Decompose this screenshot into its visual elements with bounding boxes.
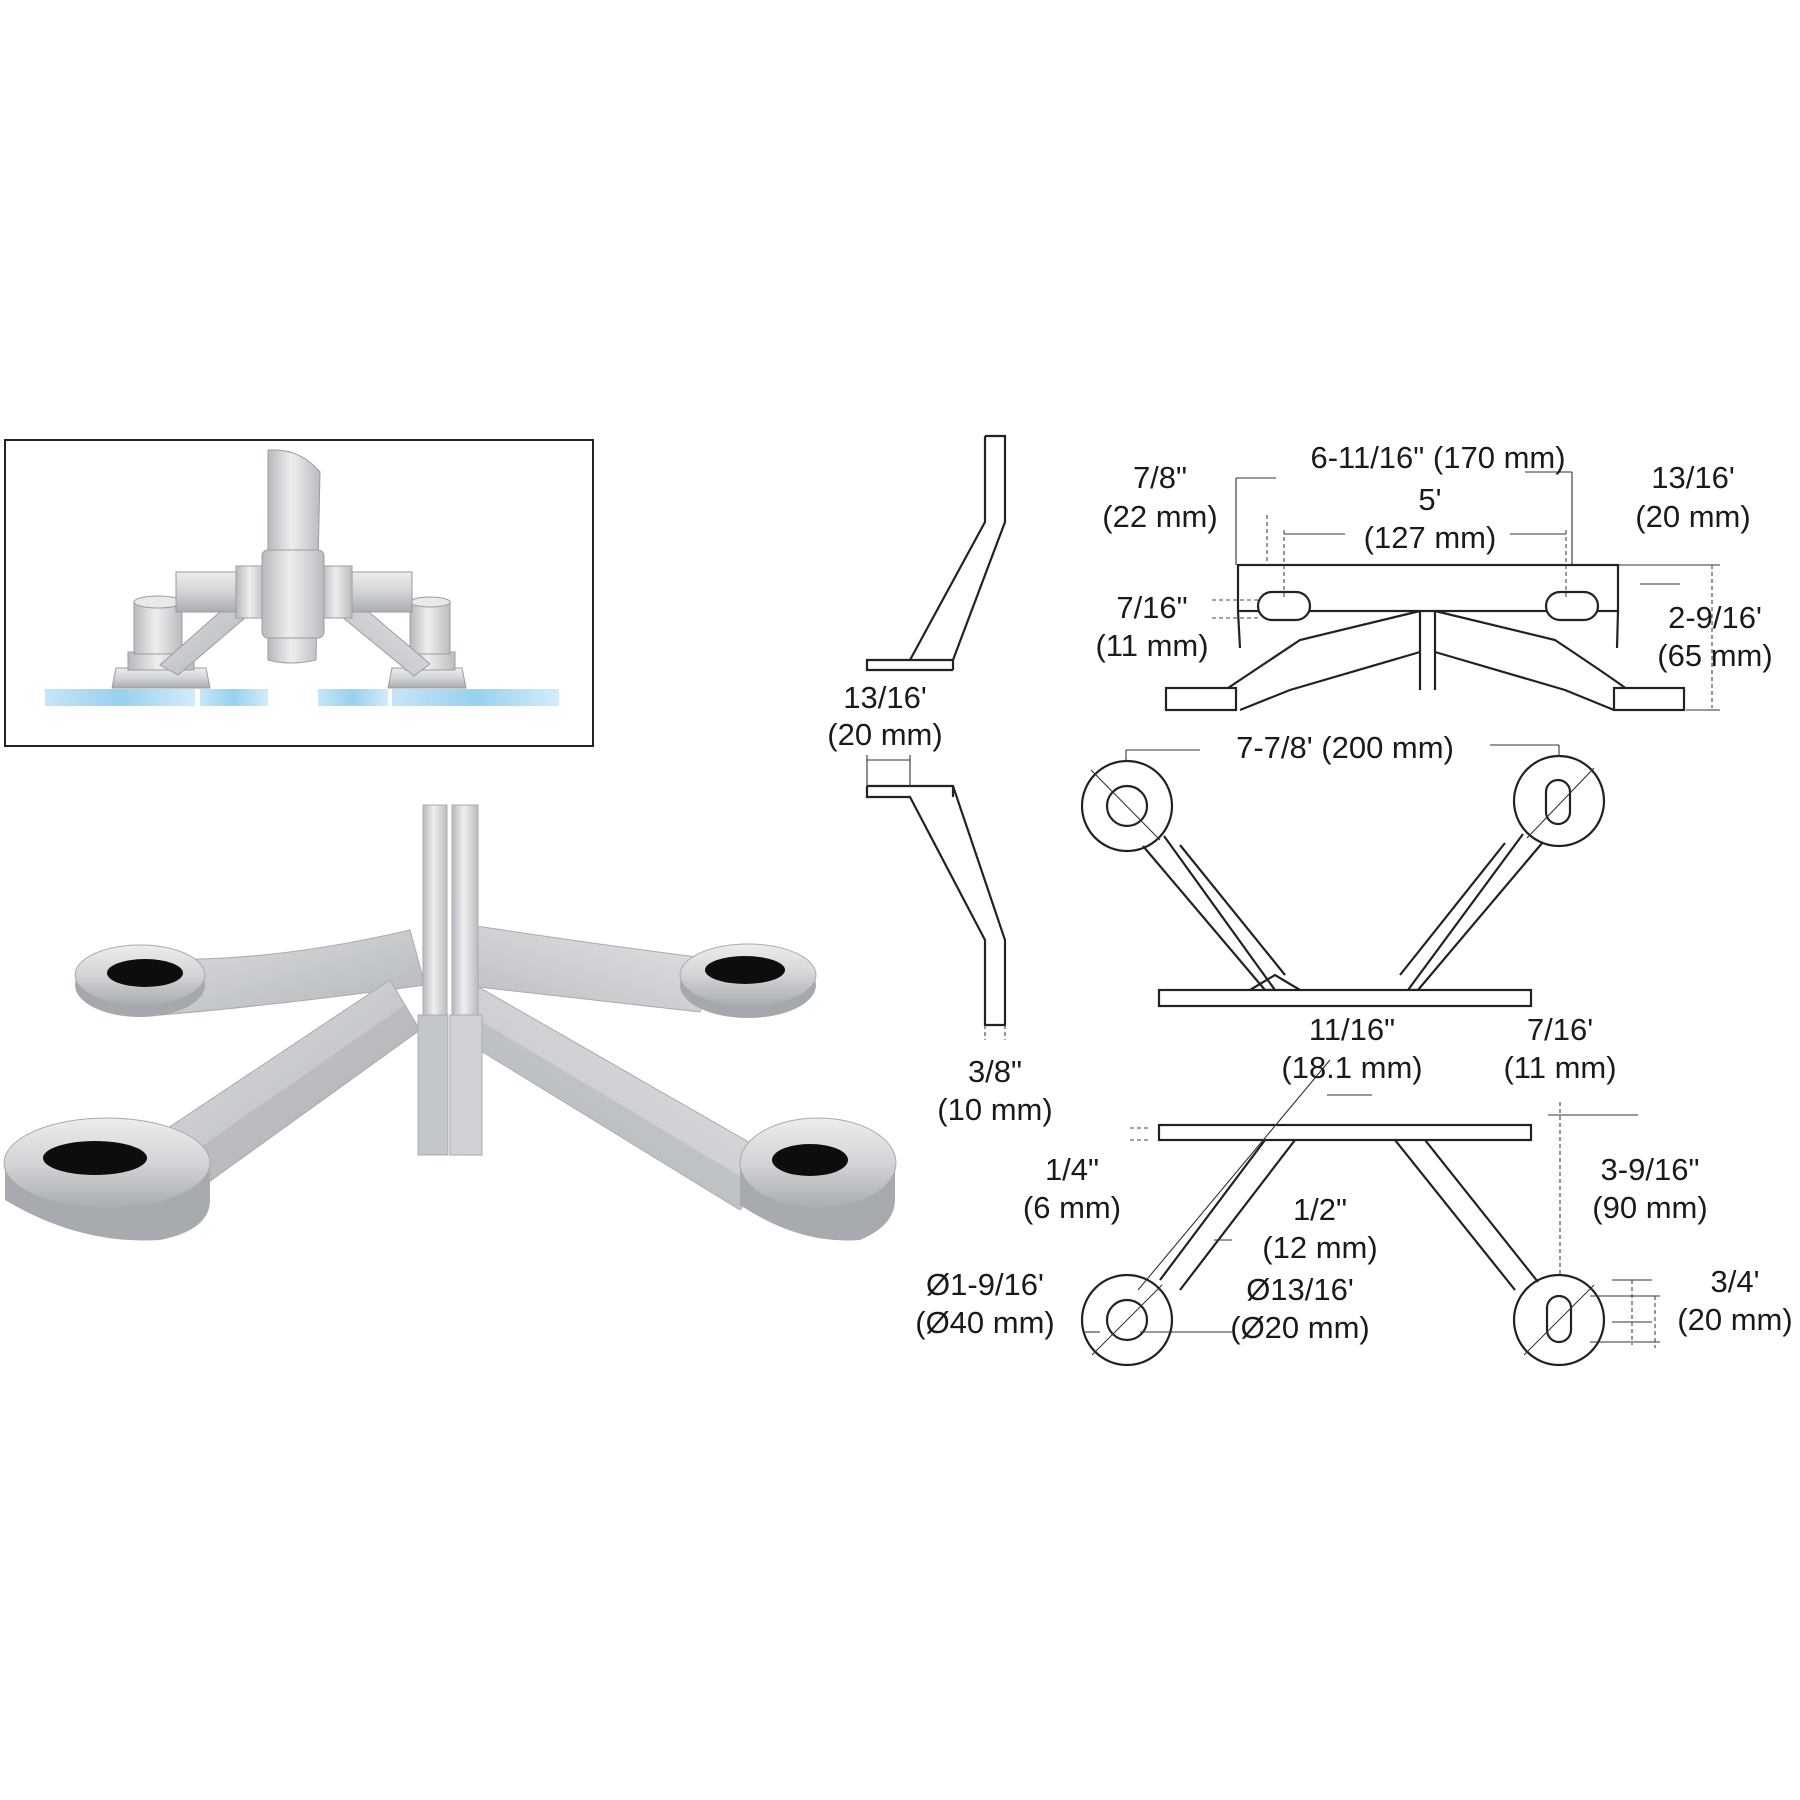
dim-right-offset-in: 13/16': [1651, 460, 1735, 495]
dim-slot-in: 7/16": [1116, 590, 1187, 625]
dim-hole-spacing-mm: (127 mm): [1364, 520, 1497, 555]
right-point-fitting: [335, 595, 467, 689]
dim-pad-dia-in: Ø1-9/16': [926, 1267, 1044, 1302]
dim-slot-mm: (11 mm): [1095, 628, 1208, 663]
pad-front-right: [739, 1117, 897, 1241]
dim-edge-offset-mm: (22 mm): [1102, 499, 1217, 534]
dim-hole-spacing-in: 5': [1418, 482, 1441, 517]
dim-slot-len-in: 3/4': [1710, 1264, 1759, 1299]
center-fins: [417, 804, 483, 1156]
central-hub: [175, 449, 413, 664]
dim-plate-in: 13/16': [843, 680, 927, 715]
dim-thickness-in: 3/8": [968, 1054, 1022, 1089]
dim-slot-len-mm: (20 mm): [1677, 1302, 1792, 1337]
slot-right: [1544, 590, 1600, 622]
pad-front-left: [3, 1117, 211, 1241]
dim-span: 7-7/8' (200 mm): [1236, 730, 1454, 765]
dim-overall-width: 6-11/16" (170 mm): [1310, 440, 1565, 475]
dim-hole-dia-mm: (Ø20 mm): [1230, 1310, 1370, 1345]
dim-pad-dia-mm: (Ø40 mm): [915, 1305, 1055, 1340]
pad-hole: [107, 959, 183, 987]
dim-hole-dia-in: Ø13/16': [1246, 1272, 1354, 1307]
dim-right-offset-mm: (20 mm): [1635, 499, 1750, 534]
dim-arm-in: 1/2": [1293, 1192, 1347, 1227]
dim-width-in: 11/16": [1309, 1012, 1395, 1047]
slot-left: [1256, 590, 1312, 622]
dim-height-mm: (65 mm): [1657, 638, 1772, 673]
dim-plate-mm: (6 mm): [1023, 1190, 1121, 1225]
pad-hole: [705, 956, 785, 984]
dim-plate-mm: (20 mm): [827, 717, 942, 752]
pad-hole: [772, 1144, 848, 1176]
side-view-drawing: 13/16' (20 mm) 3/8" (10 mm): [827, 434, 1053, 1127]
pad-back-right: [679, 943, 817, 1018]
top-view-drawing: 6-11/16" (170 mm) 5' (127 mm) 7/8" (22 m…: [1095, 440, 1773, 712]
front-view-drawing: 7-7/8' (200 mm): [1080, 730, 1606, 1008]
dim-height-in: 2-9/16': [1668, 600, 1762, 635]
dim-slot-mm: (11 mm): [1503, 1050, 1616, 1085]
dim-width-mm: (18.1 mm): [1281, 1050, 1422, 1085]
spider-fitting-photo: [3, 804, 897, 1241]
glass-panels: [45, 689, 559, 706]
dim-slot-in: 7/16': [1527, 1012, 1593, 1047]
dim-reach-mm: (90 mm): [1592, 1190, 1707, 1225]
dim-edge-offset-in: 7/8": [1133, 460, 1187, 495]
pad-hole: [43, 1141, 147, 1175]
pad-back-left: [74, 944, 206, 1017]
dim-reach-in: 3-9/16": [1601, 1152, 1700, 1187]
left-point-fitting: [111, 595, 253, 689]
bottom-view-drawing: 11/16" (18.1 mm) 7/16' (11 mm) 1/4" (6 m…: [915, 1012, 1793, 1367]
dim-plate-in: 1/4": [1045, 1152, 1099, 1187]
dim-arm-mm: (12 mm): [1262, 1230, 1377, 1265]
dim-thickness-mm: (10 mm): [937, 1092, 1052, 1127]
installation-inset: [4, 439, 594, 747]
